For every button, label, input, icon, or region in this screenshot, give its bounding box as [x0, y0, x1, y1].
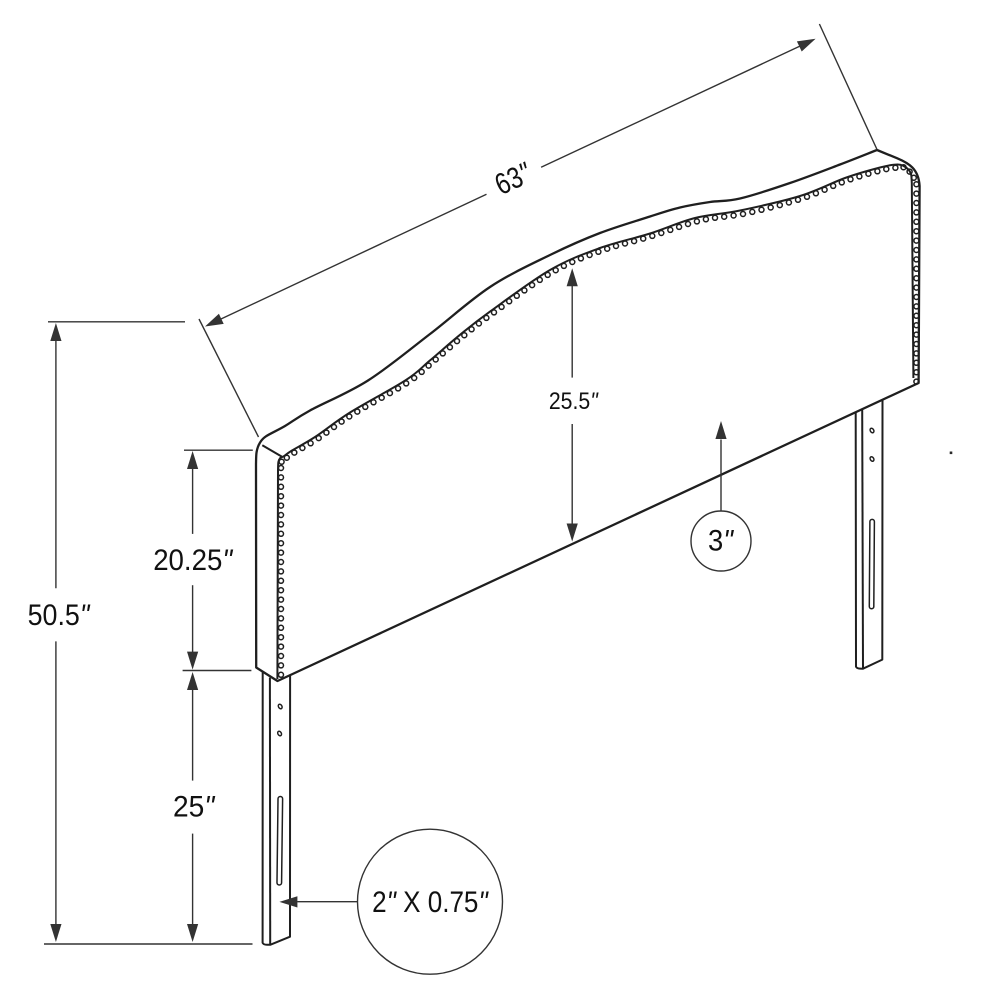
svg-text:50.5": 50.5" [28, 599, 91, 632]
svg-text:3": 3" [708, 524, 734, 557]
svg-text:2" X 0.75": 2" X 0.75" [372, 886, 489, 919]
svg-text:25.5": 25.5" [549, 388, 599, 415]
svg-text:20.25": 20.25" [153, 544, 233, 577]
svg-text:25": 25" [173, 791, 216, 824]
